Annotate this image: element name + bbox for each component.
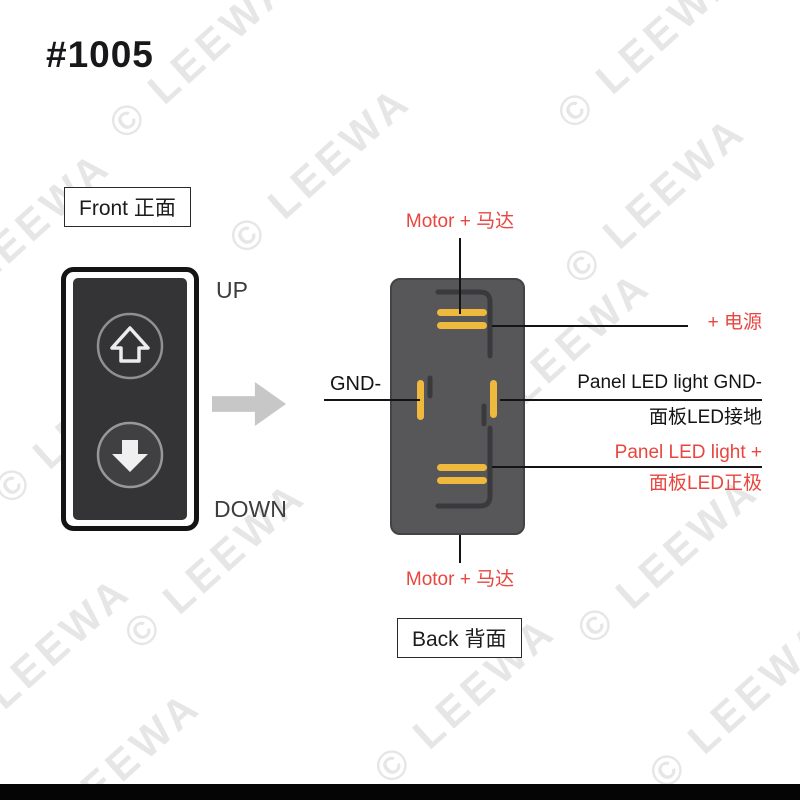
- wire-motor-top: [459, 238, 461, 314]
- wire-power: [492, 325, 688, 327]
- arrow-right-icon: [212, 382, 286, 426]
- watermark: © LEEWA: [219, 76, 420, 264]
- front-switch: [61, 267, 199, 531]
- bottom-bar: [0, 784, 800, 800]
- annotation-gnd: GND-: [330, 373, 382, 395]
- annotation-led-gnd-cn: 面板LED接地: [649, 407, 762, 428]
- annotation-led-plus-en: Panel LED light +: [614, 442, 762, 463]
- back-switch: [390, 278, 525, 535]
- page-title: #1005: [46, 34, 154, 75]
- down-arrow-icon: [112, 440, 148, 472]
- back-switch-pins: [417, 289, 497, 509]
- pin-motor-bottom-1: [437, 464, 487, 471]
- up-button-circle: [96, 312, 164, 380]
- pin-gnd: [417, 380, 424, 420]
- back-label: Back 背面: [397, 618, 522, 658]
- wire-led-gnd: [500, 399, 762, 401]
- watermark: © LEEWA: [547, 0, 748, 139]
- pin-slot-top: [435, 289, 493, 359]
- annotation-motor-bottom: Motor + 马达: [405, 569, 515, 590]
- wire-gnd: [324, 399, 420, 401]
- pin-motor-top-2: [437, 322, 487, 329]
- annotation-led-gnd-en: Panel LED light GND-: [577, 372, 762, 393]
- wire-led-plus: [492, 466, 762, 468]
- down-label: DOWN: [214, 496, 287, 522]
- watermark: © LEEWA: [9, 681, 210, 800]
- watermark: © LEEWA: [639, 611, 800, 799]
- pin-led-gnd: [490, 380, 497, 418]
- annotation-power: + 电源: [707, 312, 762, 333]
- front-label: Front 正面: [64, 187, 191, 227]
- annotation-led-plus-cn: 面板LED正极: [649, 473, 762, 494]
- watermark: © LEEWA: [554, 106, 755, 294]
- up-arrow-icon: [110, 326, 150, 363]
- wire-motor-bottom: [459, 535, 461, 563]
- pin-motor-top-1: [437, 309, 487, 316]
- pin-motor-bottom-2: [437, 477, 487, 484]
- up-label: UP: [216, 277, 248, 303]
- watermark: © LEEWA: [0, 566, 140, 753]
- pin-slot-bottom: [435, 425, 493, 509]
- annotation-motor-top: Motor + 马达: [405, 211, 515, 232]
